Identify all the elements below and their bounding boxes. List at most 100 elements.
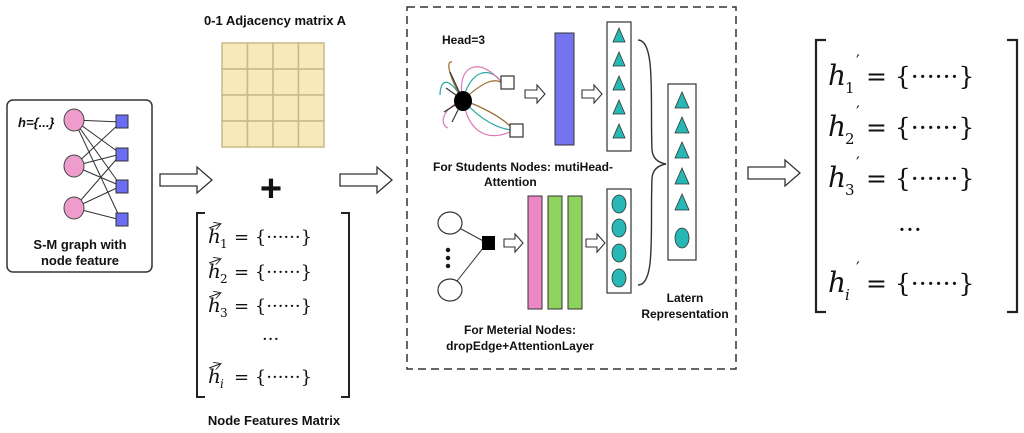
flow-arrow xyxy=(747,158,801,188)
adjacency-title: 0-1 Adjacency matrix A xyxy=(204,13,347,28)
latent-caption-line1: Latern xyxy=(667,291,704,305)
row-value: = {······} xyxy=(866,113,974,142)
adjacency-cell xyxy=(272,94,300,122)
teal-triangle xyxy=(674,167,690,185)
feature-row: h 2 = {······} xyxy=(208,259,312,286)
row-value: = {······} xyxy=(234,296,312,317)
adjacency-cell xyxy=(272,120,300,148)
adjacency-cell xyxy=(297,120,325,148)
adjacency-cell xyxy=(297,94,325,122)
row-symbol: h xyxy=(828,266,846,299)
student-center-node xyxy=(454,91,472,111)
teal-triangle xyxy=(612,74,626,91)
teal-triangle xyxy=(612,122,626,139)
output-ellipsis: ··· xyxy=(898,215,922,244)
left-bracket xyxy=(814,38,826,314)
neighbor-node xyxy=(500,75,515,90)
row-symbol: h xyxy=(828,161,846,194)
row-subscript: 1 xyxy=(220,237,228,251)
teal-ellipse xyxy=(611,218,627,238)
latent-caption-line2: Representation xyxy=(641,307,728,321)
row-subscript: 2 xyxy=(220,272,228,286)
row-prime: ′ xyxy=(856,52,860,72)
feature-ellipsis: ··· xyxy=(262,329,279,350)
pink-layer-bar xyxy=(527,195,543,310)
teal-triangle xyxy=(674,193,690,211)
left-bracket xyxy=(196,212,205,398)
adjacency-cell xyxy=(246,42,274,70)
output-row: h 3 ′ = {······} xyxy=(828,154,974,199)
teal-ellipse xyxy=(611,194,627,214)
small-arrow xyxy=(524,83,546,105)
small-arrow xyxy=(503,232,524,254)
material-center-node xyxy=(482,236,495,250)
student-attention-graph xyxy=(439,61,515,137)
row-symbol: h xyxy=(828,110,846,143)
output-matrix: h 1 ′ = {······} h 2 ′ = {······} h 3 ′ … xyxy=(814,38,1019,314)
row-symbol: h xyxy=(208,293,221,317)
row-symbol: h xyxy=(828,59,846,92)
adjacency-cell xyxy=(221,68,249,96)
adjacency-cell xyxy=(272,42,300,70)
adjacency-cell xyxy=(221,42,249,70)
feature-matrix-caption: Node Features Matrix xyxy=(208,413,341,428)
row-prime: ′ xyxy=(856,103,860,123)
green-layer-bar xyxy=(547,195,563,310)
feature-row: h 1 = {······} xyxy=(208,224,312,251)
row-subscript: 3 xyxy=(220,306,228,320)
row-value: = {······} xyxy=(866,62,974,91)
feature-matrix: h 1 = {······} h 2 = {······} h 3 = {···… xyxy=(196,212,350,428)
material-caption-line1: For Meterial Nodes: xyxy=(464,323,576,337)
teal-ellipse xyxy=(611,243,627,263)
teal-triangle xyxy=(674,141,690,159)
graph-panel-frame xyxy=(6,99,153,273)
plus-sign: + xyxy=(260,168,282,210)
row-symbol: h xyxy=(208,224,221,248)
flow-arrow xyxy=(339,165,393,195)
teal-triangle xyxy=(674,116,690,134)
material-output-vector xyxy=(606,188,632,294)
row-subscript: 1 xyxy=(845,79,855,97)
adjacency-matrix: 0-1 Adjacency matrix A xyxy=(204,13,347,148)
row-symbol: h xyxy=(208,259,221,283)
row-value: = {······} xyxy=(234,367,312,388)
row-subscript: i xyxy=(845,286,850,304)
green-layer-bar xyxy=(567,195,583,310)
output-row: h 1 ′ = {······} xyxy=(828,52,974,97)
teal-ellipse xyxy=(674,227,690,249)
adjacency-cell xyxy=(246,68,274,96)
row-subscript: 2 xyxy=(845,130,855,148)
teal-triangle xyxy=(612,50,626,67)
graph-panel: h={...} S-M graph with node feature xyxy=(6,99,153,273)
flow-arrow xyxy=(159,165,213,195)
adjacency-cell xyxy=(272,68,300,96)
graph-caption-line2: node feature xyxy=(41,253,119,268)
row-prime: ′ xyxy=(856,154,860,174)
material-neighbor-node xyxy=(437,278,463,302)
material-neighbor-node xyxy=(437,211,463,235)
output-row: h i ′ = {······} xyxy=(828,259,974,304)
row-subscript: 3 xyxy=(845,181,855,199)
graph-h-label: h={...} xyxy=(18,115,55,130)
row-value: = {······} xyxy=(866,164,974,193)
latent-vector xyxy=(667,83,697,261)
merge-brace xyxy=(637,39,667,286)
head-label: Head=3 xyxy=(442,33,485,47)
material-node xyxy=(115,179,129,194)
student-node xyxy=(63,154,85,178)
small-arrow xyxy=(585,232,606,254)
teal-triangle xyxy=(612,98,626,115)
material-caption-line2: dropEdge+AttentionLayer xyxy=(446,339,594,353)
adjacency-cell xyxy=(221,120,249,148)
students-caption-line2: Attention xyxy=(484,175,537,189)
material-node xyxy=(115,114,129,129)
adjacency-cell xyxy=(221,94,249,122)
student-node xyxy=(63,108,85,132)
small-arrow xyxy=(581,83,603,105)
teal-ellipse xyxy=(611,268,627,288)
adjacency-cell xyxy=(297,68,325,96)
graph-caption-line1: S-M graph with xyxy=(33,237,126,252)
adjacency-cell xyxy=(297,42,325,70)
model-panel-frame xyxy=(406,6,737,370)
